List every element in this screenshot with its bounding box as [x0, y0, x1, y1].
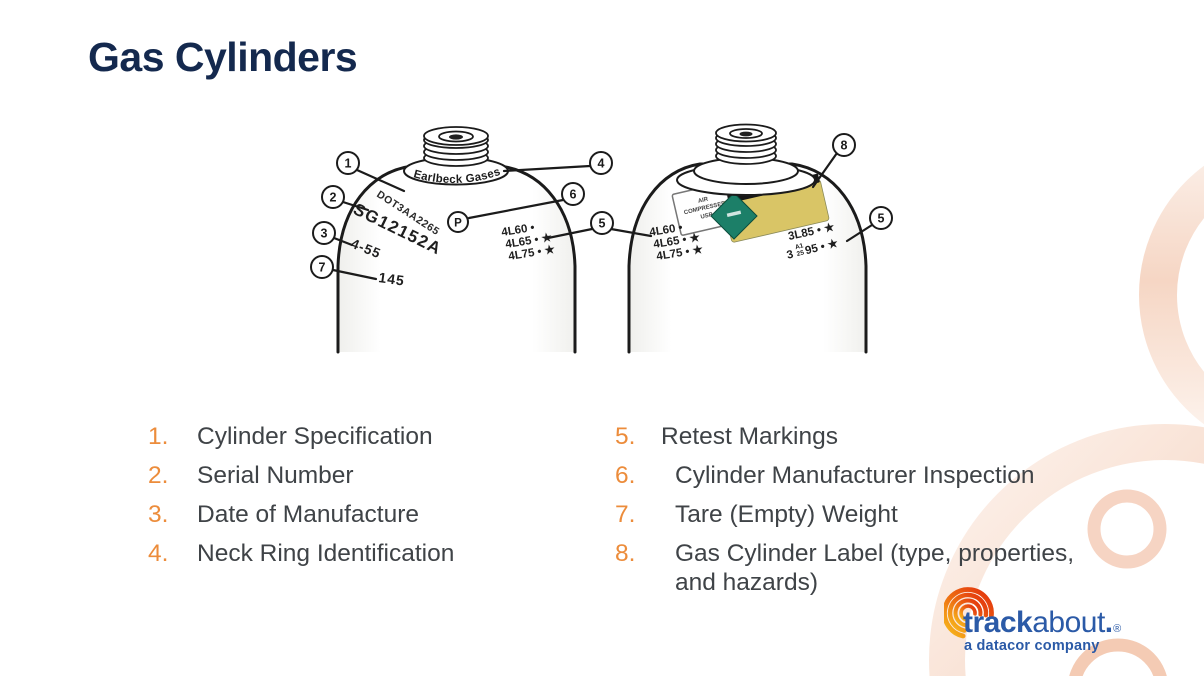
callout-circles: 1 2 3 7 4 6 5 8 5 — [310, 133, 893, 279]
valve-opening — [449, 134, 463, 140]
legend-item-8: 8. Gas Cylinder Label (type, properties,… — [615, 540, 1085, 597]
logo-wordmark: trackabout.® — [963, 608, 1121, 644]
label-line-2: COMPRESSED — [683, 201, 727, 217]
legend-number: 6. — [615, 462, 636, 489]
label-yellow-band — [722, 179, 830, 243]
legend-label: Gas Cylinder Label (type, properties, an… — [675, 540, 1074, 596]
label-line-1: AIR — [697, 197, 709, 205]
legend-label: Cylinder Specification — [197, 423, 433, 450]
logo-about: about — [1032, 606, 1105, 639]
legend-number: 5. — [615, 423, 636, 450]
legend-label: Neck Ring Identification — [197, 540, 455, 567]
left-retest-markings: 4L60 • 4L65 • ★ 4L75 • ★ — [501, 222, 557, 263]
callout-4: 4 — [589, 151, 613, 175]
left-cylinder: Earlbeck Gases DOT3AA2265 SG12152A 4-55 … — [336, 126, 577, 354]
label-line-3: USP — [700, 212, 713, 221]
callout-8: 8 — [832, 133, 856, 157]
legend-item-7: 7. Tare (Empty) Weight — [615, 501, 1085, 530]
legend-item-2: 2. Serial Number — [148, 462, 568, 491]
legend-number: 8. — [615, 540, 636, 567]
valve-opening — [739, 131, 753, 137]
label-black-strip — [727, 173, 820, 204]
legend-number: 4. — [148, 540, 169, 567]
legend-label: Serial Number — [197, 462, 354, 489]
svg-text:4L65 • ★: 4L65 • ★ — [652, 231, 701, 251]
svg-text:3: 3 — [321, 227, 328, 241]
spec-marking: DOT3AA2265 — [374, 188, 441, 238]
legend-item-3: 3. Date of Manufacture — [148, 501, 568, 530]
callout-5-right: 5 — [869, 206, 893, 230]
legend-number: 3. — [148, 501, 169, 528]
svg-text:6: 6 — [570, 188, 577, 202]
svg-text:2: 2 — [330, 191, 337, 205]
svg-text:95 • ★: 95 • ★ — [804, 236, 840, 257]
svg-text:25: 25 — [796, 249, 805, 258]
logo-tagline: a datacor company — [964, 638, 1100, 654]
right-cyl-left-retest-markings: 4L60 • 4L65 • ★ 4L75 • ★ — [649, 222, 705, 263]
right-cyl-retest-2: 3 A1 25 95 • ★ — [786, 236, 841, 262]
svg-text:Earlbeck Gases: Earlbeck Gases — [412, 166, 502, 186]
callout-5-middle: 5 — [590, 211, 614, 235]
inspector-mark-circle — [447, 211, 469, 233]
right-cyl-retest-1: 3L85 • ★ — [787, 220, 836, 243]
legend-item-4: 4. Neck Ring Identification — [148, 540, 568, 569]
svg-text:5: 5 — [599, 217, 606, 231]
legend-number: 2. — [148, 462, 169, 489]
callout-6: 6 — [561, 182, 585, 206]
page-title: Gas Cylinders — [88, 34, 358, 80]
svg-text:7: 7 — [319, 261, 326, 275]
svg-text:1: 1 — [345, 157, 352, 171]
legend-item-5: 5. Retest Markings — [615, 423, 1085, 452]
svg-text:4L60 •: 4L60 • — [649, 222, 684, 239]
callout-3: 3 — [312, 221, 336, 245]
legend-right-column: 5. Retest Markings 6. Cylinder Manufactu… — [615, 423, 1085, 608]
tare-marking: 145 — [378, 269, 406, 289]
svg-text:4L60 •: 4L60 • — [501, 222, 536, 239]
callout-7: 7 — [310, 255, 334, 279]
legend-label: Retest Markings — [661, 423, 839, 450]
legend-number: 1. — [148, 423, 169, 450]
svg-text:4: 4 — [598, 157, 605, 171]
logo-signal-arcs-icon — [944, 587, 994, 639]
svg-text:8: 8 — [841, 139, 848, 153]
date-marking: 4-55 — [349, 236, 383, 262]
gas-cylinder-label: AIR COMPRESSED USP — [671, 173, 830, 243]
hazard-diamond-icon — [710, 192, 758, 240]
svg-text:4L75 • ★: 4L75 • ★ — [655, 243, 704, 263]
svg-text:4L65 • ★: 4L65 • ★ — [504, 231, 553, 251]
logo-track: track — [963, 606, 1033, 639]
callout-2: 2 — [321, 185, 345, 209]
legend-label: Tare (Empty) Weight — [675, 501, 898, 528]
legend-left-column: 1. Cylinder Specification 2. Serial Numb… — [148, 423, 568, 579]
logo-period: . — [1104, 606, 1114, 639]
trackabout-logo: trackabout.® a datacor company — [944, 585, 1204, 665]
callout-1: 1 — [336, 151, 360, 175]
legend-number: 7. — [615, 501, 636, 528]
legend-label: Cylinder Manufacturer Inspection — [675, 462, 1035, 489]
legend-item-1: 1. Cylinder Specification — [148, 423, 568, 452]
svg-text:A1: A1 — [794, 242, 804, 251]
svg-text:5: 5 — [878, 212, 885, 226]
svg-text:4L75 • ★: 4L75 • ★ — [507, 243, 556, 263]
legend-item-6: 6. Cylinder Manufacturer Inspection — [615, 462, 1085, 491]
serial-marking: SG12152A — [350, 200, 445, 259]
registered-mark: ® — [1113, 623, 1122, 635]
legend-label: Date of Manufacture — [197, 501, 419, 528]
right-cylinder: AIR COMPRESSED USP — [627, 123, 868, 354]
inspector-mark: P — [454, 218, 462, 230]
svg-text:3: 3 — [786, 249, 795, 262]
neck-ring-text: Earlbeck Gases — [412, 166, 502, 186]
callout-lines — [331, 151, 874, 281]
